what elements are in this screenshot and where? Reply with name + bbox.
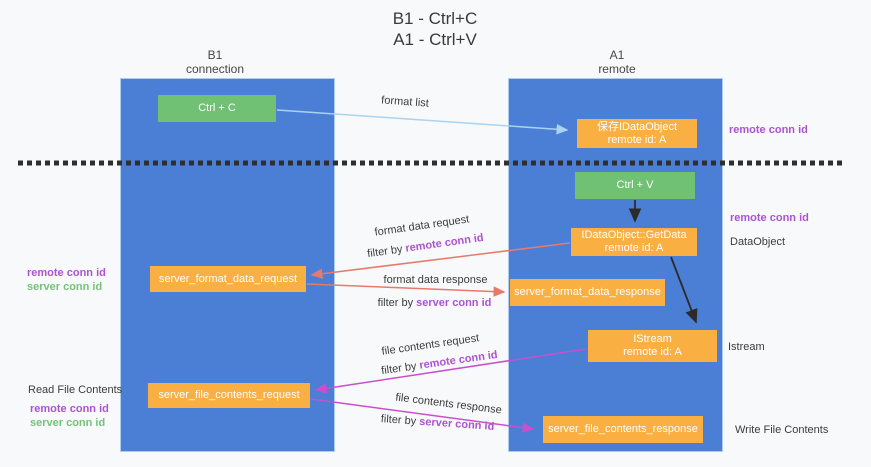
node-istream-line1: IStream [633, 333, 672, 345]
edge-label-file-contents-response-text: file contents response [394, 391, 503, 417]
edge-label-format-list-text: format list [380, 94, 430, 110]
node-save-idataobject-line1: 保存IDataObject [596, 120, 678, 133]
side-label-istream: Istream [728, 341, 765, 353]
page-title: B1 - Ctrl+C A1 - Ctrl+V [310, 8, 560, 50]
node-istream-line2: remote id: A [623, 346, 682, 358]
node-server-format-data-request-label: server_format_data_request [158, 272, 298, 285]
node-server-format-data-request: server_format_data_request [150, 266, 306, 292]
edge-label-format-list: format list [360, 93, 451, 112]
side-label-write-file-contents: Write File Contents [735, 424, 829, 436]
node-istream: IStream remote id: A [588, 330, 717, 362]
edge-label-format-data-response-text: format data response [383, 274, 488, 286]
filter-key: remote conn id [418, 348, 499, 372]
node-save-idataobject: 保存IDataObject remote id: A [577, 119, 697, 148]
node-server-file-contents-response-label: server_file_contents_response [548, 423, 698, 435]
filter-key: remote conn id [404, 231, 485, 255]
lane-header-b1: B1 connection [155, 48, 275, 76]
side-label-left-remote-conn-id-bottom: remote conn id [30, 403, 109, 415]
edge-label-format-data-response-filter: filter by server conn id [372, 297, 497, 310]
node-server-format-data-response: server_format_data_response [510, 279, 665, 306]
lane-header-a1-top: A1 [609, 48, 625, 62]
side-label-dataobject: DataObject [730, 236, 786, 248]
node-idataobject-getdata-line1: IDataObject::GetData [581, 229, 687, 241]
filter-prefix: filter by [380, 413, 420, 428]
lane-header-b1-top: B1 [207, 48, 223, 62]
lane-header-b1-bottom: connection [185, 62, 245, 76]
lane-header-a1-bottom: remote [598, 62, 636, 76]
node-idataobject-getdata: IDataObject::GetData remote id: A [571, 228, 697, 256]
side-label-left-remote-conn-id-mid: remote conn id [27, 267, 106, 279]
edge-label-file-contents-response-filter: filter by server conn id [370, 412, 506, 434]
node-ctrl-v-label: Ctrl + V [616, 179, 654, 191]
side-label-left-server-conn-id-mid: server conn id [27, 281, 103, 293]
filter-prefix: filter by [377, 297, 417, 309]
node-idataobject-getdata-line2: remote id: A [604, 242, 664, 254]
side-label-remote-conn-id-mid: remote conn id [730, 212, 809, 224]
node-server-format-data-response-label: server_format_data_response [514, 286, 661, 298]
title-line-1: B1 - Ctrl+C [392, 9, 478, 28]
filter-key: server conn id [416, 297, 492, 309]
side-label-left-server-conn-id-bottom: server conn id [30, 417, 106, 429]
node-ctrl-c: Ctrl + C [158, 95, 276, 122]
node-save-idataobject-line2: remote id: A [607, 133, 667, 146]
node-ctrl-v: Ctrl + V [575, 172, 695, 199]
edge-label-format-data-response: format data response [378, 274, 493, 287]
filter-key: server conn id [418, 415, 495, 433]
side-label-read-file-contents: Read File Contents [28, 384, 123, 396]
lane-header-a1: A1 remote [557, 48, 677, 76]
node-server-file-contents-request-label: server_file_contents_request [158, 389, 300, 401]
filter-prefix: filter by [380, 359, 421, 378]
side-label-remote-conn-id-top: remote conn id [729, 124, 808, 136]
filter-prefix: filter by [366, 242, 407, 261]
node-server-file-contents-response: server_file_contents_response [543, 416, 703, 443]
node-server-file-contents-request: server_file_contents_request [148, 383, 310, 408]
title-line-2: A1 - Ctrl+V [393, 30, 477, 49]
node-ctrl-c-label: Ctrl + C [198, 102, 236, 114]
